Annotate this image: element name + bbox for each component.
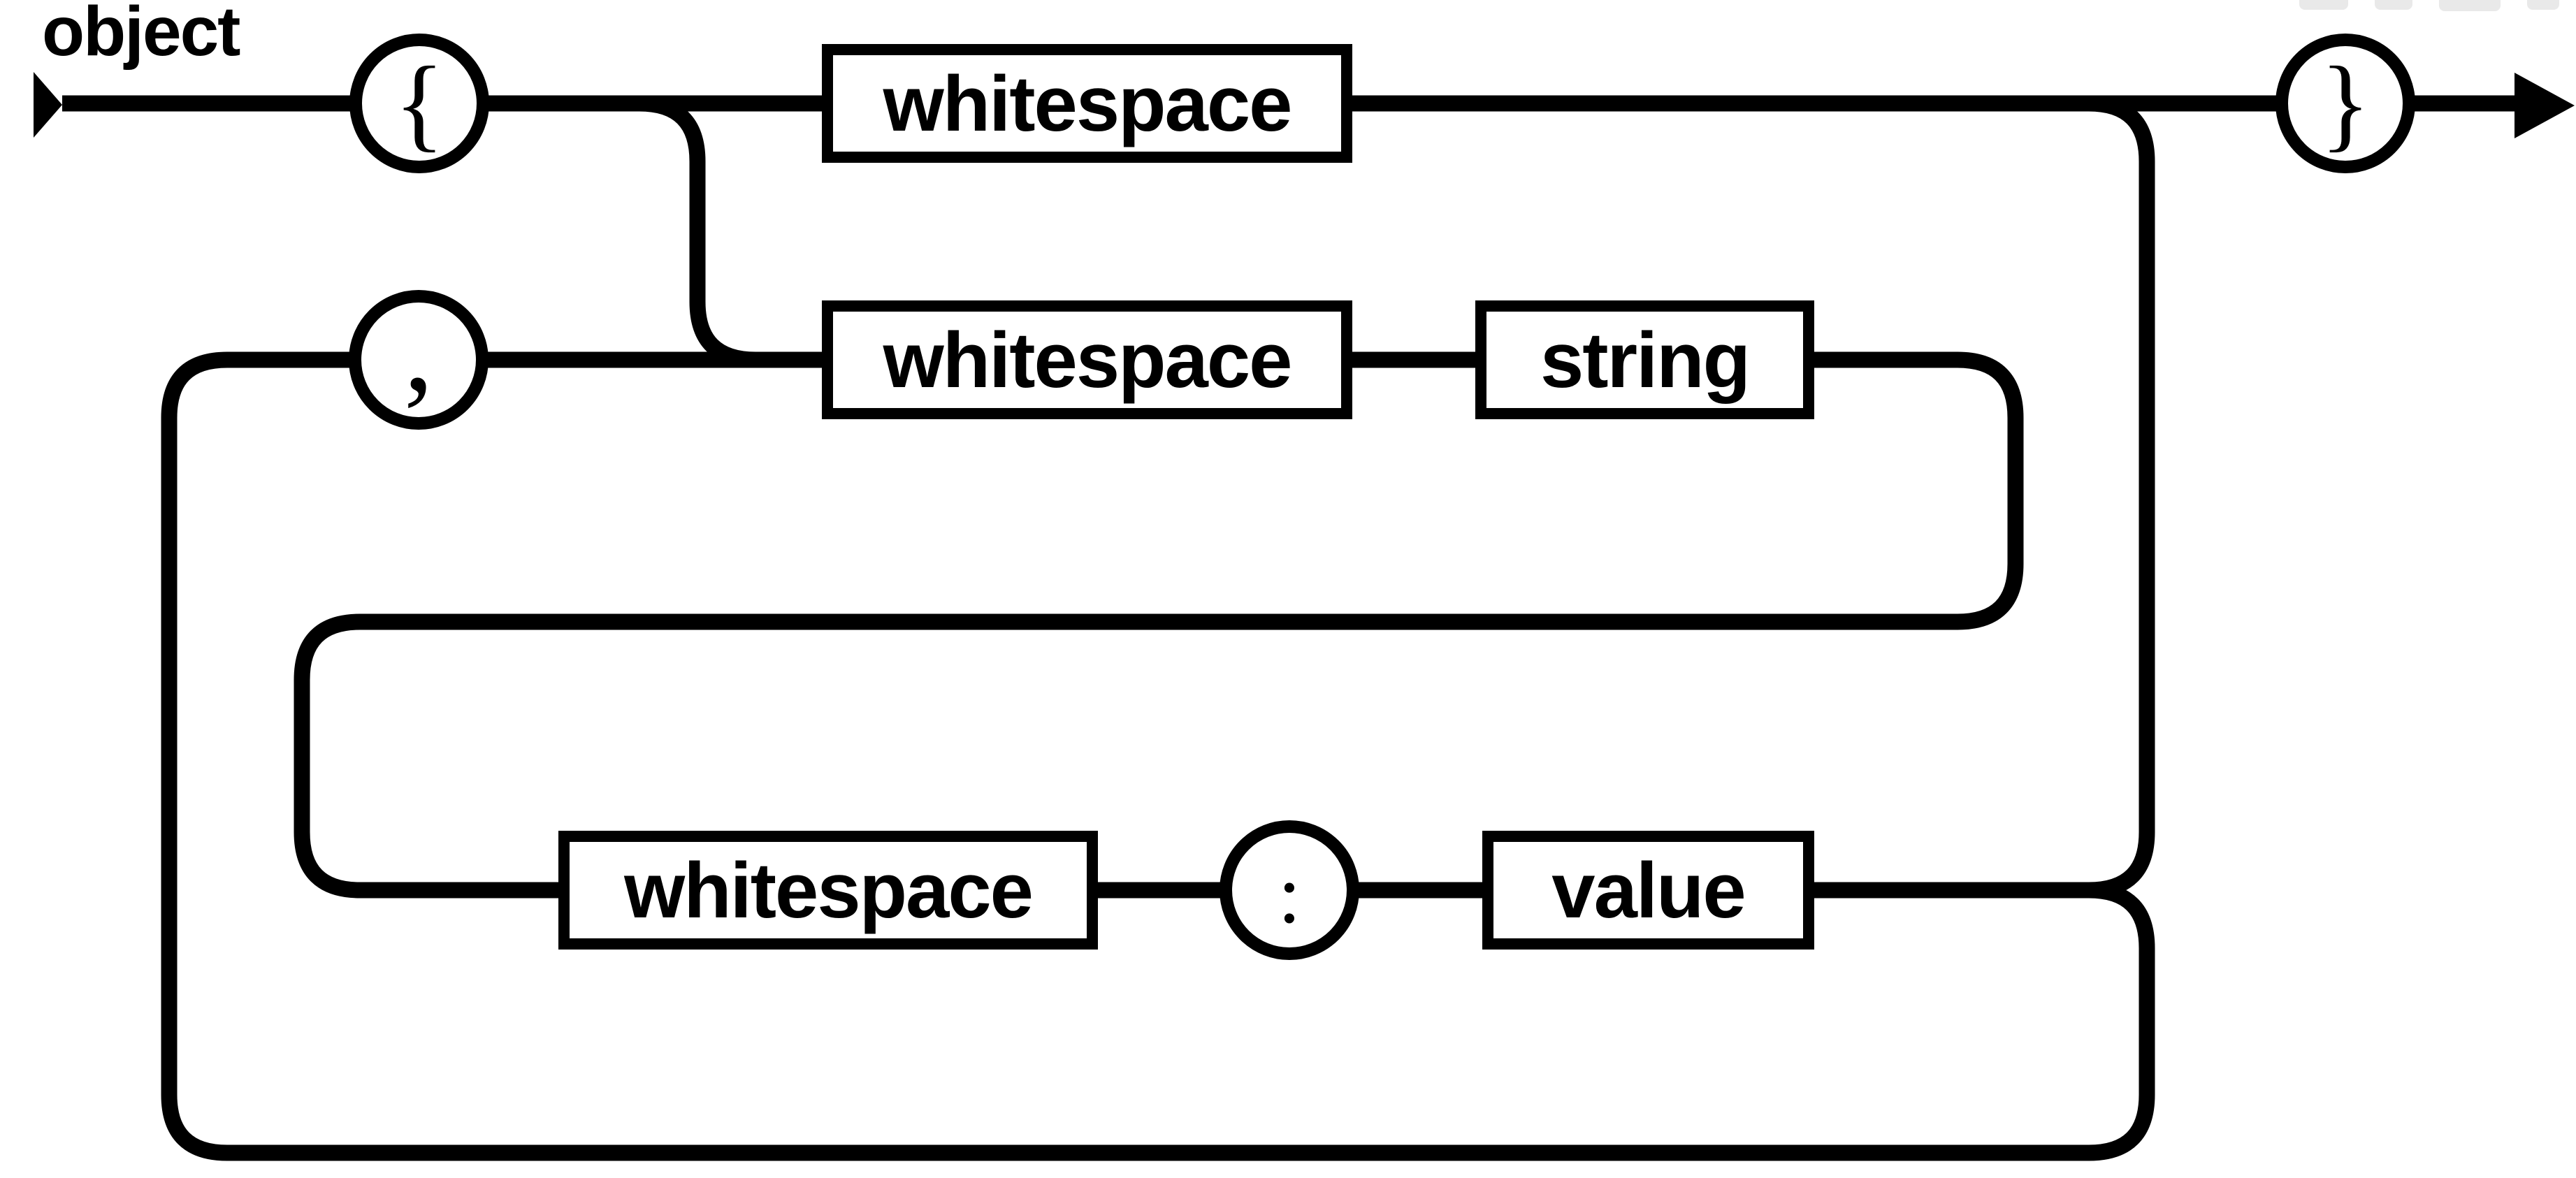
colon-glyph: :	[1278, 848, 1301, 940]
start-arrow-icon	[34, 72, 62, 138]
nonterminal-label: whitespace	[883, 316, 1293, 404]
nonterminal-string: string	[1475, 300, 1814, 419]
rule-title: object	[42, 0, 240, 71]
nonterminal-label: string	[1540, 316, 1751, 404]
terminal-comma: ,	[349, 290, 489, 430]
nonterminal-whitespace-bottom: whitespace	[558, 831, 1098, 950]
terminal-open-brace: {	[349, 34, 489, 173]
nonterminal-whitespace-mid: whitespace	[822, 300, 1352, 419]
nonterminal-label: whitespace	[624, 846, 1034, 934]
track-branch-after-open	[639, 95, 756, 368]
track-merge-up	[2088, 95, 2155, 899]
comma-glyph: ,	[403, 284, 434, 416]
track-uturn-string-to-row3	[294, 351, 2024, 899]
end-arrow-icon	[2515, 73, 2575, 138]
terminal-colon: :	[1220, 820, 1359, 960]
nonterminal-whitespace-top: whitespace	[822, 44, 1352, 163]
nonterminal-value: value	[1482, 831, 1814, 950]
cropped-watermark-artifact	[2299, 0, 2576, 11]
terminal-close-brace: }	[2275, 34, 2415, 173]
track-repeat-loop	[161, 351, 2155, 1161]
nonterminal-label: whitespace	[883, 59, 1293, 147]
close-brace-glyph: }	[2320, 45, 2371, 161]
nonterminal-label: value	[1551, 846, 1746, 934]
open-brace-glyph: {	[394, 45, 444, 161]
